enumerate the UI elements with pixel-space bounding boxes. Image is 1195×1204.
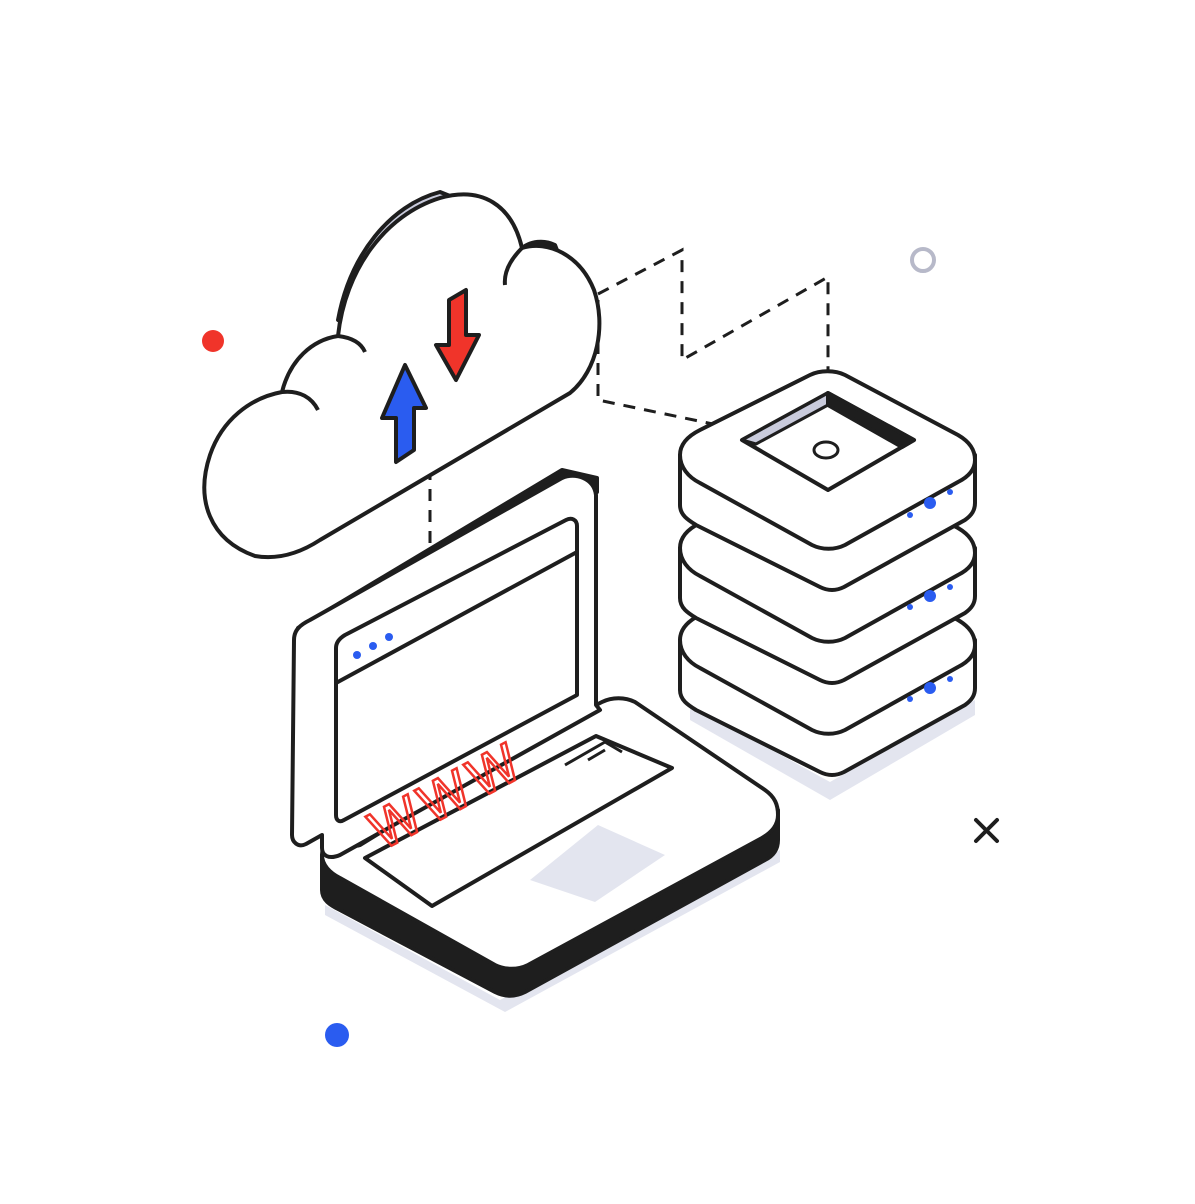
cross-icon xyxy=(974,818,999,843)
browser-bar xyxy=(335,550,578,685)
blue-dot-icon xyxy=(325,1023,349,1047)
laptop-icon xyxy=(290,468,780,1012)
laptop-screen xyxy=(334,516,579,824)
upload-arrow-icon xyxy=(380,363,428,464)
server-unit-top xyxy=(678,369,977,592)
browser-dot-1 xyxy=(353,651,361,659)
browser-dot-3 xyxy=(385,633,393,641)
cloud-inner-edge xyxy=(281,246,524,411)
red-dot-icon xyxy=(202,330,224,352)
trackpad xyxy=(530,825,665,902)
server-stack-icon xyxy=(678,369,977,800)
ring-icon xyxy=(910,247,936,273)
keyboard-area xyxy=(363,734,674,908)
browser-dot-2 xyxy=(369,642,377,650)
download-arrow-icon xyxy=(434,288,481,382)
